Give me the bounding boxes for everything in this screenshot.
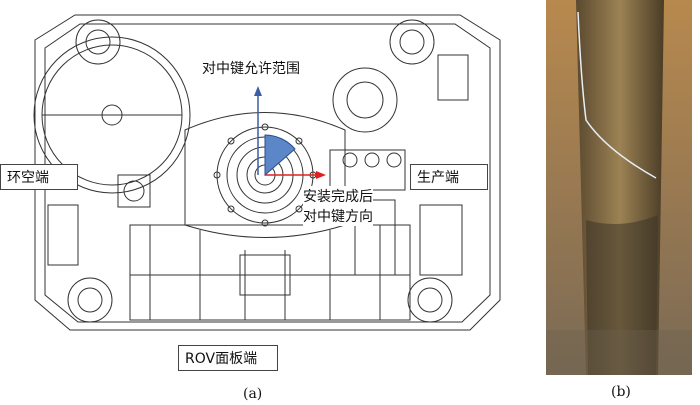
label-install-line1: 安装完成后 [303, 186, 373, 206]
left-wheel [33, 36, 191, 194]
caption-a: (a) [243, 386, 263, 402]
right-arrow-icon [316, 171, 326, 179]
label-allowance-range: 对中键允许范围 [202, 58, 300, 78]
wire [577, 11, 657, 179]
left-block [47, 204, 79, 266]
technical-drawing [33, 14, 501, 331]
right-block [419, 204, 463, 276]
corner-flange-br [407, 277, 453, 323]
corner-flange-tl [75, 19, 121, 65]
right-body [332, 67, 398, 133]
pole-photo [546, 0, 692, 375]
inner-frame [44, 23, 491, 323]
label-install-line2: 对中键方向 [303, 206, 373, 226]
key-allowance-sector [264, 134, 296, 177]
central-plate [184, 112, 346, 238]
label-production-side: 生产端 [410, 164, 488, 190]
outer-frame [34, 14, 501, 331]
lower-frame [129, 224, 411, 321]
up-arrow-icon [254, 86, 262, 96]
caption-b: (b) [611, 384, 631, 400]
label-rov-panel-side: ROV面板端 [178, 345, 278, 371]
corner-flange-tr [389, 19, 435, 65]
corner-flange-bl [67, 277, 113, 323]
label-annulus-side: 环空端 [0, 164, 78, 190]
